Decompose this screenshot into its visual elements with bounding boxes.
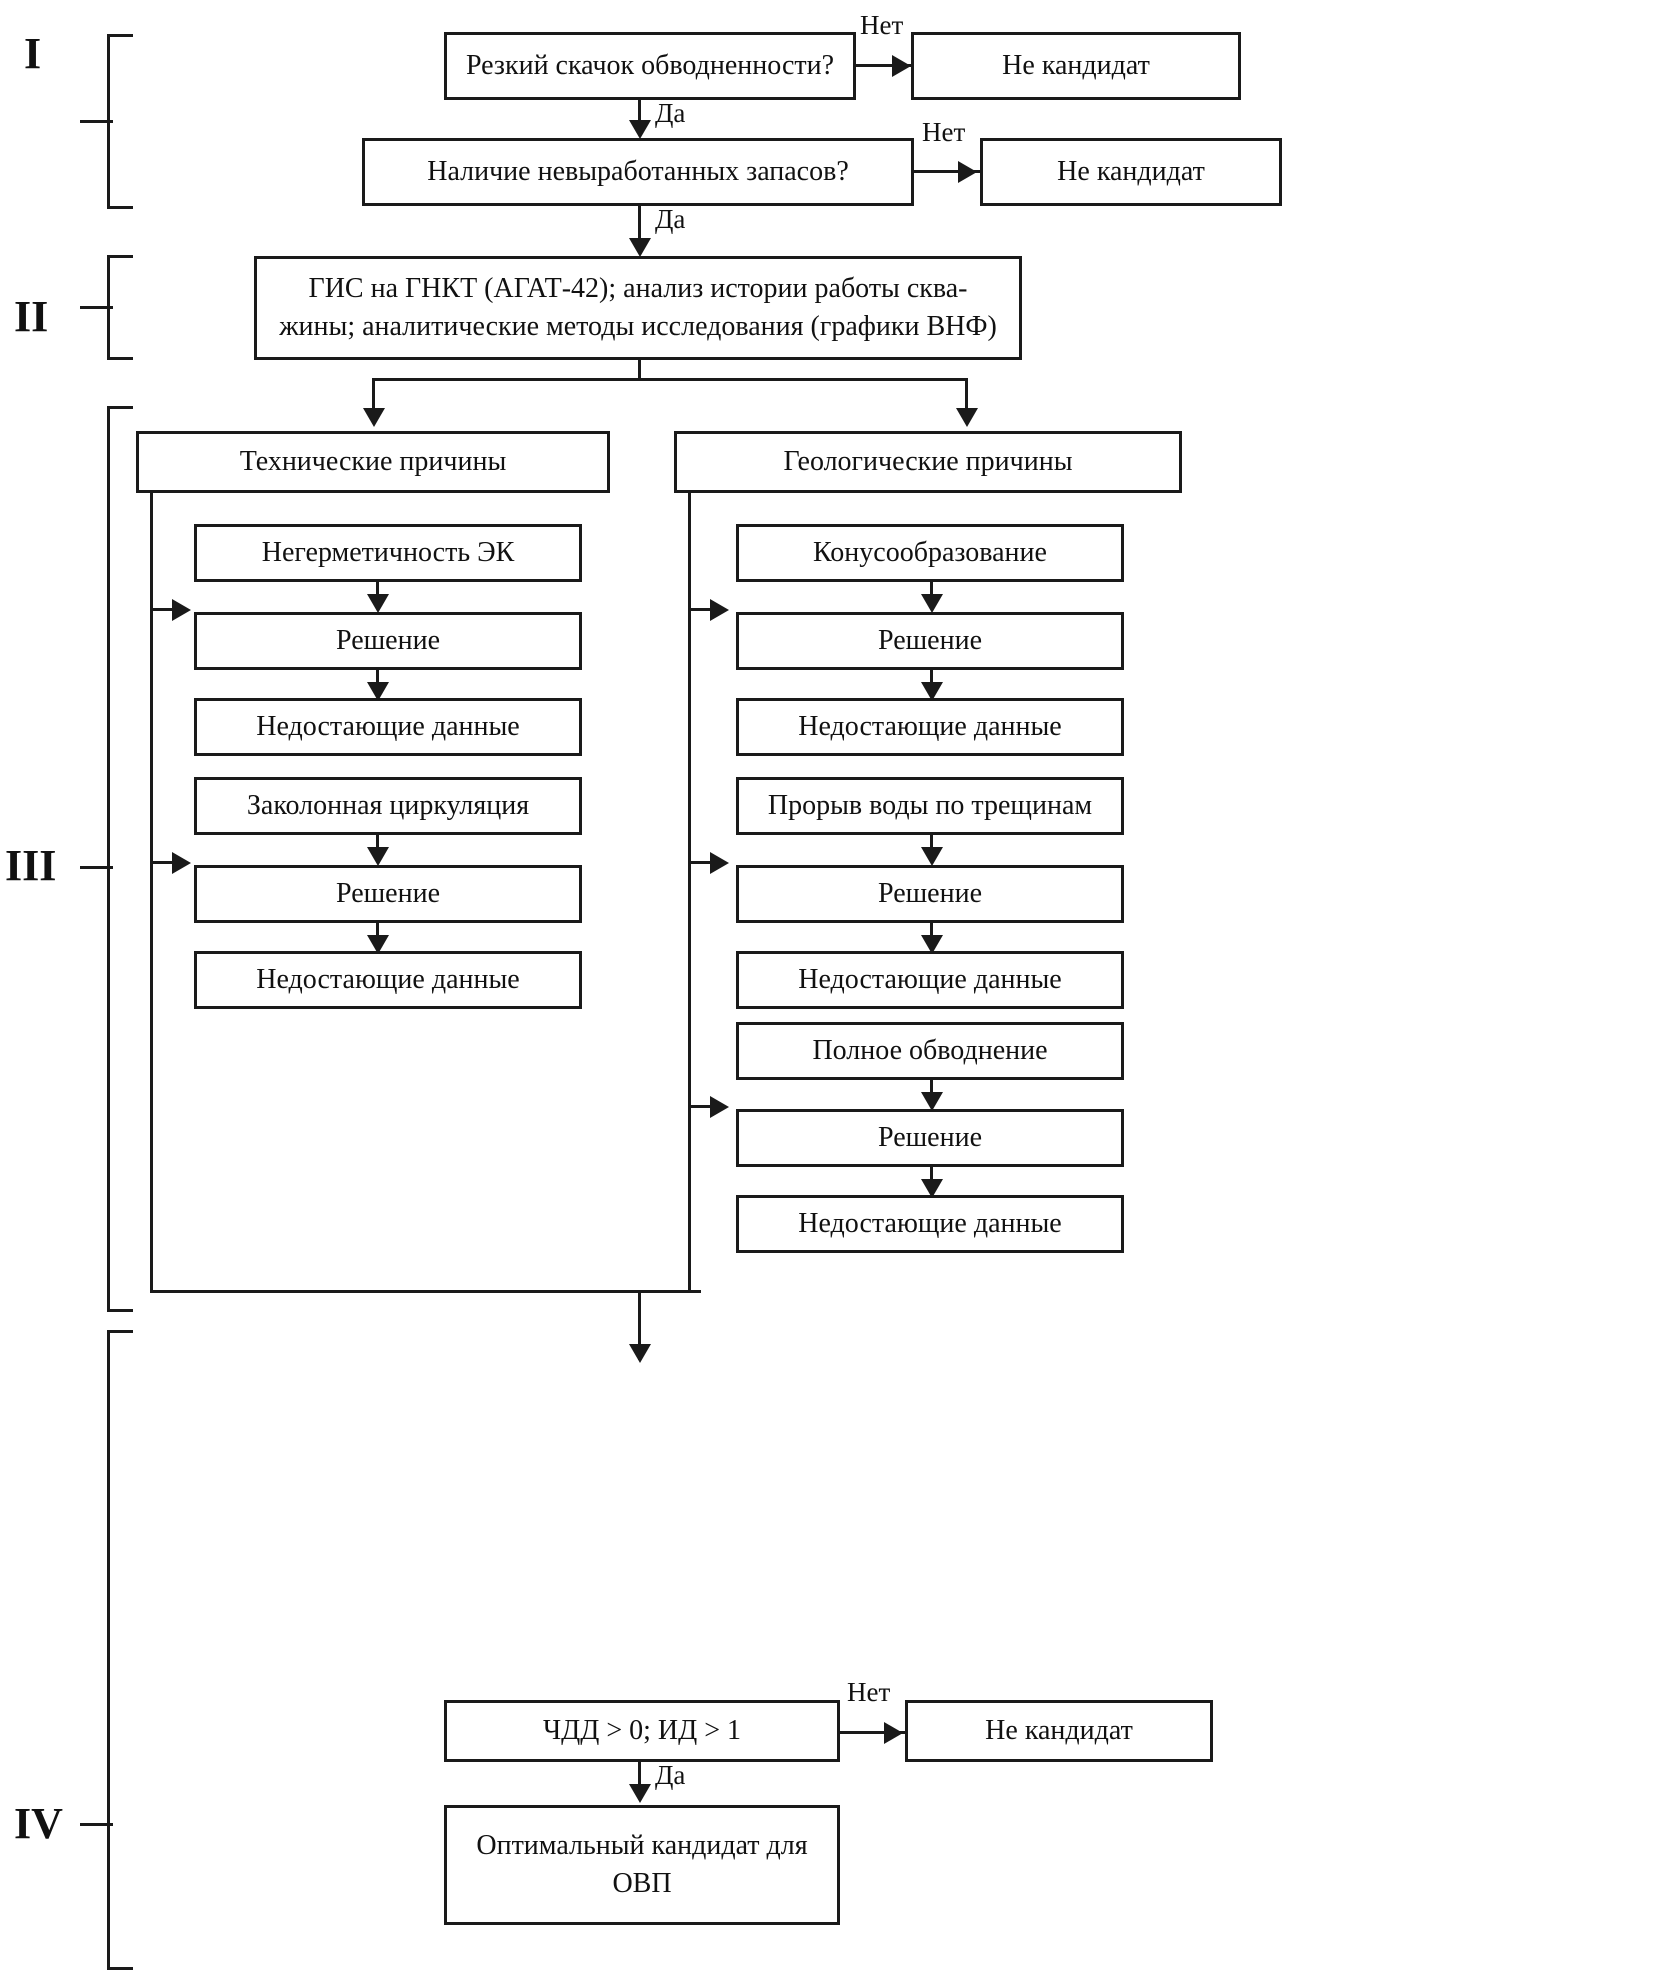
decision-remaining-reserves[interactable]: Наличие невыработанных запасов? [362,138,914,206]
geo-item-decision-3[interactable]: Решение [736,1109,1124,1167]
arrowhead-decision1-reject1 [892,55,911,77]
arrowhead-feed-geo-decision-2 [710,852,729,874]
arrowhead-decision1-decision2 [629,120,651,139]
edge-tech-leak-to-decision [376,582,379,598]
edge-label-no-2: Нет [922,117,966,147]
edge-geo-decision2-to-missing2 [930,923,933,939]
result-line-2: ОВП [612,1868,672,1899]
edge-label-yes-3: Да [655,1760,686,1790]
arrowhead-geo-fracture-decision2 [921,847,943,866]
edge-feed-tech-decision-2 [150,861,178,864]
arrowhead-decision2-methods [629,238,651,257]
arrowhead-feed-tech-decision-2 [172,852,191,874]
phase-numeral-II: II [14,292,49,341]
edge-label-no-3: Нет [847,1677,891,1707]
arrowhead-tech-decision1-missing1 [367,682,389,701]
edge-geo-coning-to-decision1 [930,582,933,598]
edge-tech-decision1-to-missing1 [376,670,379,686]
decision-water-cut-jump[interactable]: Резкий скачок обводненности? [444,32,856,100]
phase-numeral-I: I [24,29,42,78]
result-not-candidate-3: Не кандидат [905,1700,1213,1762]
phase-numeral-III: III [5,841,57,890]
tech-item-missing-data-2[interactable]: Недостающие данные [194,951,582,1009]
geo-item-missing-data-1[interactable]: Недостающие данные [736,698,1124,756]
arrowhead-geo-decision3-missing3 [921,1179,943,1198]
result-not-candidate-2: Не кандидат [980,138,1282,206]
edge-label-no-1: Нет [860,10,904,40]
arrowhead-geo-watering-decision3 [921,1092,943,1111]
arrowhead-decision2-reject2 [958,161,977,183]
arrowhead-phase3-phase4 [629,1344,651,1363]
geo-item-full-watering[interactable]: Полное обводнение [736,1022,1124,1080]
phase-bracket-stem-III [80,866,113,869]
geo-item-decision-2[interactable]: Решение [736,865,1124,923]
box-diagnostic-methods[interactable]: ГИС на ГНКТ (АГАТ-42); анализ истории ра… [254,256,1022,360]
phase-bracket-stem-IV [80,1823,113,1826]
edge-feed-tech-decision-1 [150,608,178,611]
header-technical-causes[interactable]: Технические причины [136,431,610,493]
result-optimal-candidate: Оптимальный кандидат для ОВП [444,1805,840,1925]
geological-column-frame [688,493,1148,1293]
result-not-candidate-1: Не кандидат [911,32,1241,100]
result-line-1: Оптимальный кандидат для [476,1830,808,1862]
edge-label-yes-2: Да [655,204,686,234]
edge-geo-decision3-to-missing3 [930,1167,933,1183]
edge-decision1-to-reject1 [856,64,916,67]
edge-tech-decision2-to-missing2 [376,923,379,939]
methods-line-2: жины; аналитические методы исследования … [279,311,997,342]
phase-bracket-stem-II [80,306,113,309]
phase-bracket-III [107,406,133,1312]
methods-line-1: ГИС на ГНКТ (АГАТ-42); анализ истории ра… [308,273,968,305]
geo-item-fracture-breakthrough[interactable]: Прорыв воды по трещинам [736,777,1124,835]
tech-item-casing-leak[interactable]: Негерметичность ЭК [194,524,582,582]
tech-item-decision-2[interactable]: Решение [194,865,582,923]
arrowhead-tech-leak-decision [367,594,389,613]
edge-methods-to-geological [965,378,968,416]
phase-bracket-IV [107,1330,133,1970]
edge-geo-watering-to-decision3 [930,1080,933,1096]
geo-item-coning[interactable]: Конусообразование [736,524,1124,582]
tech-item-decision-1[interactable]: Решение [194,612,582,670]
arrowhead-methods-technical [363,408,385,427]
edge-feed-geo-decision-2 [688,861,716,864]
edge-geo-fracture-to-decision2 [930,835,933,851]
edge-methods-split-stem [638,360,641,380]
geo-item-decision-1[interactable]: Решение [736,612,1124,670]
header-geological-causes[interactable]: Геологические причины [674,431,1182,493]
arrowhead-feed-tech-decision-1 [172,599,191,621]
edge-economics-to-reject [840,1731,908,1734]
edge-feed-geo-decision-1 [688,608,716,611]
arrowhead-economics-result [629,1784,651,1803]
arrowhead-geo-decision2-missing2 [921,935,943,954]
edge-methods-to-technical [372,378,375,416]
edge-geo-decision1-to-missing1 [930,670,933,686]
arrowhead-tech-flow-decision2 [367,847,389,866]
edge-phase3-merge-drop [638,1290,641,1335]
arrowhead-tech-decision2-missing2 [367,935,389,954]
edge-economics-to-result [638,1762,641,1794]
edge-tech-flow-to-decision2 [376,835,379,851]
arrowhead-geo-coning-decision1 [921,594,943,613]
geo-item-missing-data-2[interactable]: Недостающие данные [736,951,1124,1009]
edge-feed-geo-decision-3 [688,1105,716,1108]
edge-decision1-to-decision2 [638,100,641,130]
arrowhead-geo-decision1-missing1 [921,682,943,701]
geo-item-missing-data-3[interactable]: Недостающие данные [736,1195,1124,1253]
edge-decision2-to-reject2 [914,170,980,173]
decision-economics[interactable]: ЧДД > 0; ИД > 1 [444,1700,840,1762]
phase-bracket-stem-I [80,120,113,123]
arrowhead-methods-geological [956,408,978,427]
edge-decision2-to-methods [638,206,641,248]
tech-item-behind-casing-flow[interactable]: Заколонная циркуляция [194,777,582,835]
arrowhead-feed-geo-decision-1 [710,599,729,621]
arrowhead-economics-reject [884,1722,903,1744]
tech-item-missing-data-1[interactable]: Недостающие данные [194,698,582,756]
edge-phase3-merge-bar [150,1290,701,1293]
phase-numeral-IV: IV [14,1799,63,1848]
edge-label-yes-1: Да [655,98,686,128]
arrowhead-feed-geo-decision-3 [710,1096,729,1118]
edge-methods-split-bar [372,378,968,381]
